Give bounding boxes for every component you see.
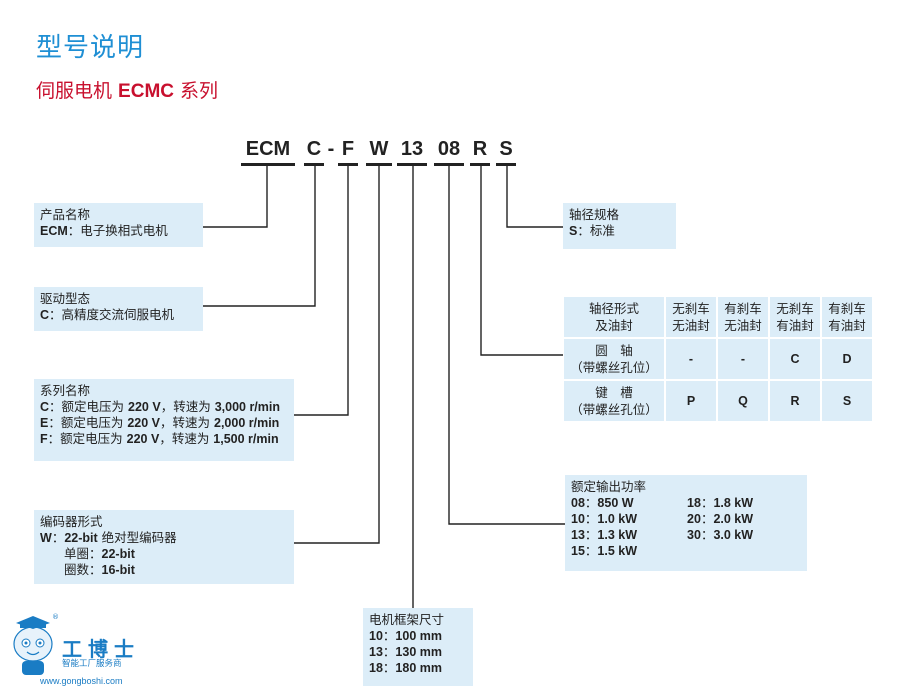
series-title: 系列名称 — [40, 383, 91, 398]
encoder-title: 编码器形式 — [40, 514, 103, 529]
logo-tagline: 智能工厂服务商 — [62, 659, 122, 669]
product-name-row: ECM：电子换相式电机 — [40, 223, 197, 239]
frame-size-row: 13：130 mm — [369, 644, 442, 659]
code-underline-08 — [434, 163, 464, 166]
frame-size-box: 电机框架尺寸 10：100 mm 13：130 mm 18：180 mm — [363, 608, 473, 686]
code-part-c: C — [306, 138, 322, 160]
code-part-f: F — [341, 138, 355, 160]
shaft-spec-box: 轴径规格 S：标准 — [563, 203, 676, 249]
drive-type-desc: 高精度交流伺服电机 — [61, 307, 175, 322]
drive-type-row: C：高精度交流伺服电机 — [40, 307, 197, 323]
code-underline-r — [470, 163, 490, 166]
code-part-w: W — [369, 138, 389, 160]
shaft-table-cell: S — [822, 381, 872, 421]
power-row: 08：850 W — [571, 495, 634, 510]
subtitle-suffix: 系列 — [174, 80, 219, 102]
frame-size-row: 10：100 mm — [369, 628, 442, 643]
code-underline-ecm — [241, 163, 295, 166]
connector-product-name — [203, 166, 268, 228]
shaft-table-row-label: 键 槽（带螺丝孔位） — [564, 381, 664, 421]
page-subtitle: 伺服电机 ECMC 系列 — [36, 76, 218, 103]
product-name-box: 产品名称 ECM：电子换相式电机 — [34, 203, 203, 247]
logo-url[interactable]: www.gongboshi.com — [40, 676, 123, 686]
series-row: F：额定电压为 220 V，转速为 1,500 r/min — [40, 431, 279, 446]
power-title: 额定输出功率 — [571, 479, 647, 494]
shaft-type-table: 轴径形式及油封 无刹车无油封 有刹车无油封 无刹车有油封 有刹车有油封 圆 轴（… — [562, 295, 874, 423]
frame-size-title: 电机框架尺寸 — [369, 612, 445, 627]
power-row: 10：1.0 kW — [571, 511, 638, 526]
power-row: 13：1.3 kW — [571, 527, 638, 542]
encoder-multi-row: 圈数：16-bit — [64, 562, 135, 577]
subtitle-prefix: 伺服电机 — [36, 80, 119, 102]
logo-name: 工博士 — [62, 637, 140, 661]
power-row: 18：1.8 kW — [687, 495, 754, 510]
shaft-table-cell: C — [770, 339, 820, 379]
shaft-table-option: 无刹车无油封 — [666, 297, 716, 337]
code-part-13: 13 — [400, 138, 424, 160]
connector-drive-type — [203, 166, 316, 307]
shaft-table-cell: P — [666, 381, 716, 421]
connector-shaft-type — [480, 166, 563, 356]
power-grid: 08：850 W 10：1.0 kW 13：1.3 kW 15：1.5 kW 1… — [571, 495, 801, 559]
product-name-sep: ： — [67, 223, 81, 238]
shaft-table-option: 有刹车有油封 — [822, 297, 872, 337]
shaft-table-header-row: 轴径形式及油封 无刹车无油封 有刹车无油封 无刹车有油封 有刹车有油封 — [564, 297, 872, 337]
shaft-table-option: 有刹车无油封 — [718, 297, 768, 337]
code-underline-s — [496, 163, 516, 166]
series-row: C：额定电压为 220 V，转速为 3,000 r/min — [40, 399, 281, 414]
shaft-table-row-round: 圆 轴（带螺丝孔位） - - C D — [564, 339, 872, 379]
code-part-dash: - — [327, 138, 335, 160]
connector-power — [448, 166, 565, 525]
power-row: 20：2.0 kW — [687, 511, 754, 526]
drive-type-box: 驱动型态 C：高精度交流伺服电机 — [34, 287, 203, 331]
shaft-table-cell: D — [822, 339, 872, 379]
power-column-2: 18：1.8 kW 20：2.0 kW 30：3.0 kW — [687, 495, 753, 559]
drive-type-code: C — [40, 308, 50, 322]
logo-registered-mark: ® — [52, 613, 59, 621]
code-part-r: R — [472, 138, 488, 160]
connector-shaft-spec — [506, 166, 563, 228]
code-part-ecm: ECM — [245, 138, 291, 160]
shaft-table-row-keyway: 键 槽（带螺丝孔位） P Q R S — [564, 381, 872, 421]
connector-series — [294, 166, 349, 416]
power-row: 30：3.0 kW — [687, 527, 754, 542]
product-name-desc: 电子换相式电机 — [80, 223, 168, 238]
encoder-type-row: W：22-bit 绝对型编码器 — [40, 530, 177, 545]
shaft-table-corner: 轴径形式及油封 — [564, 297, 664, 337]
connector-encoder — [294, 166, 380, 544]
power-box: 额定输出功率 08：850 W 10：1.0 kW 13：1.3 kW 15：1… — [565, 475, 807, 571]
shaft-spec-title: 轴径规格 — [569, 207, 620, 222]
code-underline-c — [304, 163, 324, 166]
shaft-table-row-label: 圆 轴（带螺丝孔位） — [564, 339, 664, 379]
code-underline-w — [366, 163, 392, 166]
encoder-box: 编码器形式 W：22-bit 绝对型编码器 单圈：22-bit 圈数：16-bi… — [34, 510, 294, 584]
frame-size-row: 18：180 mm — [369, 660, 442, 675]
shaft-table-cell: - — [666, 339, 716, 379]
subtitle-model: ECMC — [118, 81, 174, 102]
drive-type-sep: ： — [49, 307, 62, 322]
series-row: E：额定电压为 220 V，转速为 2,000 r/min — [40, 415, 280, 430]
mascot-logo-icon — [13, 616, 53, 675]
drive-type-title: 驱动型态 — [40, 291, 91, 306]
power-row: 15：1.5 kW — [571, 543, 638, 558]
shaft-spec-row: S：标准 — [569, 223, 615, 238]
page-title: 型号说明 — [36, 33, 145, 63]
shaft-table-option: 无刹车有油封 — [770, 297, 820, 337]
code-underline-13 — [397, 163, 427, 166]
product-name-code: ECM — [40, 224, 68, 238]
shaft-table-cell: R — [770, 381, 820, 421]
shaft-table-cell: Q — [718, 381, 768, 421]
encoder-single-row: 单圈：22-bit — [64, 546, 135, 561]
code-part-s: S — [499, 138, 513, 160]
power-column-1: 08：850 W 10：1.0 kW 13：1.3 kW 15：1.5 kW — [571, 495, 637, 559]
product-name-title: 产品名称 — [40, 207, 91, 222]
series-box: 系列名称 C：额定电压为 220 V，转速为 3,000 r/min E：额定电… — [34, 379, 294, 461]
shaft-table-cell: - — [718, 339, 768, 379]
code-part-08: 08 — [437, 138, 461, 160]
code-underline-f — [338, 163, 358, 166]
